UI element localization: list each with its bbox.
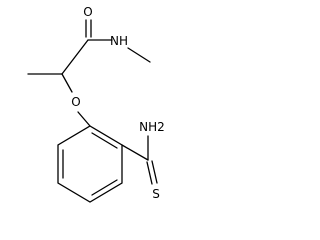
amide-nitrogen-label: NH <box>110 34 128 48</box>
bond-thiocarbonyl-double-2 <box>151 160 158 184</box>
bond-ring-to-thioamide-carbon <box>121 144 149 161</box>
ring-double-bond-1 <box>91 132 118 149</box>
bond-alpha-to-ether-oxygen <box>61 73 73 93</box>
carbonyl-oxygen-label: O <box>83 5 92 19</box>
bond-alpha-to-carbonyl <box>61 39 89 75</box>
thioamide-sulfur-label: S <box>152 187 160 201</box>
bond-nitrogen-to-methyl <box>127 47 151 63</box>
benzene-ring <box>57 125 123 203</box>
ring-double-bond-2 <box>91 179 118 196</box>
chemical-structure: O NH O NH2 S <box>27 5 165 203</box>
bond-ether-oxygen-to-ring <box>77 111 91 127</box>
thioamide-amine-label: NH2 <box>139 120 165 134</box>
bond-thiocarbonyl-double-1 <box>146 161 153 185</box>
ether-oxygen-label: O <box>71 95 80 109</box>
